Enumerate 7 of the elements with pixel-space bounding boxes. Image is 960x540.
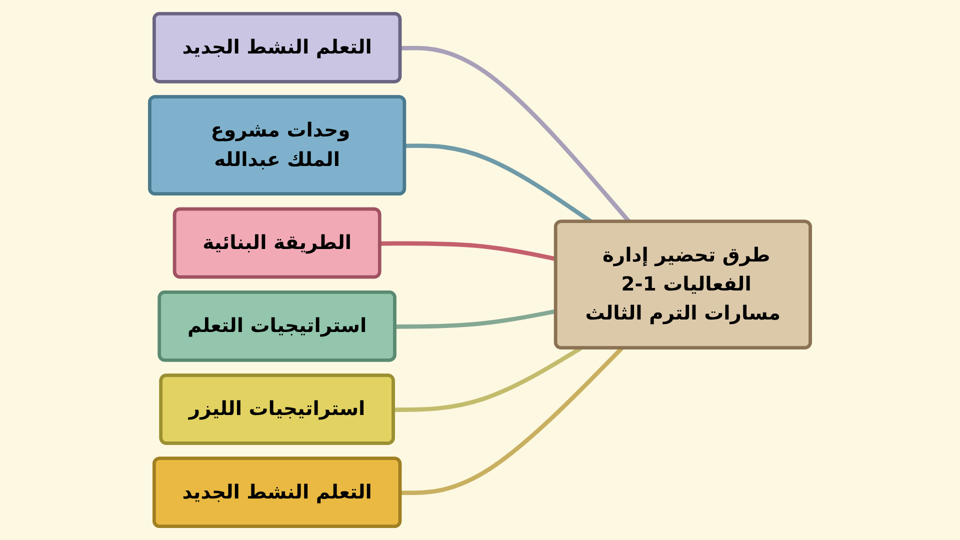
- topic-box: التعلم النشط الجديد: [152, 456, 402, 528]
- topic-box: استراتيجيات الليزر: [159, 374, 395, 445]
- topic-box: الطريقة البنائية: [172, 207, 382, 279]
- topic-box: التعلم النشط الجديد: [152, 12, 402, 84]
- topic-box: وحدات مشروع الملك عبدالله: [148, 95, 406, 196]
- topic-box: طرق تحضير إدارة الفعاليات 1-2 مسارات الترم الثالث: [554, 220, 812, 350]
- topic-box: استراتيجيات التعلم: [158, 290, 396, 362]
